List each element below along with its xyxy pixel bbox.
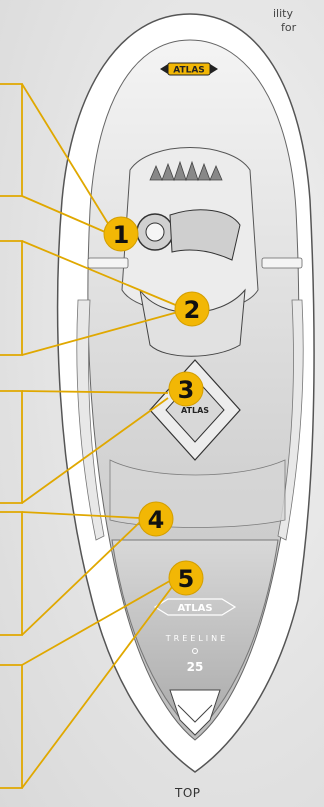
marker-1-number: 1 — [113, 221, 130, 249]
atlas-logo-heel-text: ATLAS — [181, 406, 209, 415]
callout-boxes — [0, 84, 22, 788]
callout-box-3 — [0, 391, 22, 503]
atlas-logo-toe-text: ATLAS — [173, 66, 205, 76]
tail-size-text: 25 — [187, 660, 204, 674]
marker-5-number: 5 — [178, 565, 195, 593]
callout-box-4 — [0, 512, 22, 635]
tail-model-text: TREELINE — [165, 634, 228, 643]
marker-5: 5 — [169, 561, 203, 595]
callout-box-5 — [0, 665, 22, 788]
bottom-label-top: TOP — [175, 786, 201, 800]
marker-3-number: 3 — [178, 376, 195, 404]
callout-box-2 — [0, 241, 22, 355]
marker-4-number: 4 — [148, 506, 165, 534]
callout-box-1 — [0, 84, 22, 196]
marker-3: 3 — [169, 372, 203, 406]
atlas-logo-toe: ATLAS — [160, 63, 218, 76]
marker-1: 1 — [104, 217, 138, 251]
marker-2: 2 — [175, 292, 209, 326]
marker-4: 4 — [139, 502, 173, 536]
marker-2-number: 2 — [184, 296, 201, 324]
atlas-logo-tail-text: ATLAS — [177, 603, 212, 614]
